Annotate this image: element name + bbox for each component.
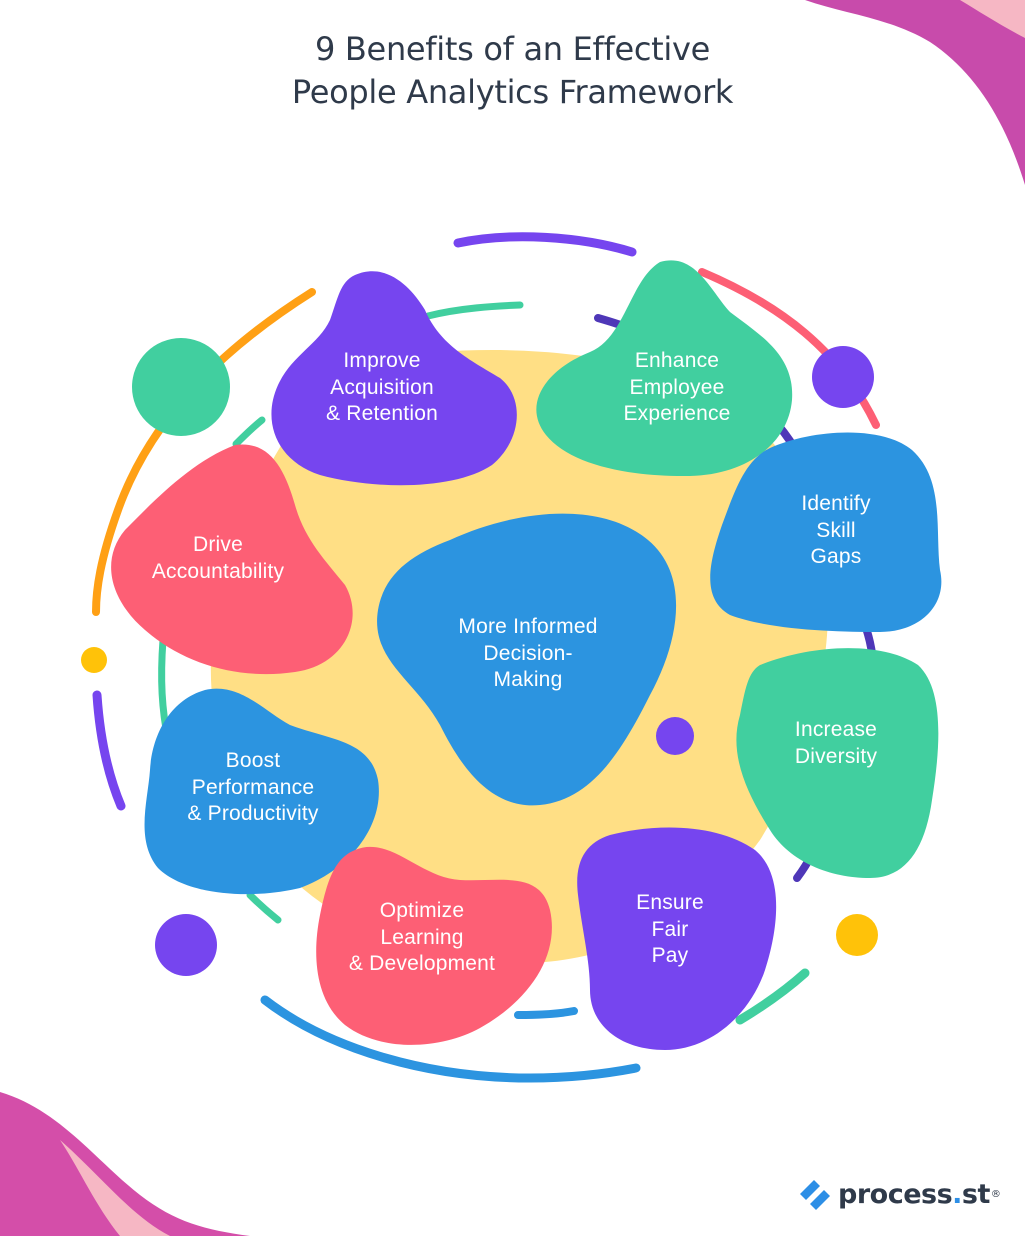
label-line: Skill xyxy=(816,518,856,542)
label-line: Identify xyxy=(801,492,871,515)
label-boost-performance: Boost Performance & Productivity xyxy=(166,748,340,828)
dot-purple-top-right xyxy=(812,346,874,408)
blob-optimize-learning xyxy=(316,846,552,1045)
arc-orange-left xyxy=(92,288,316,616)
label-line: Enhance xyxy=(634,349,720,372)
label-line: More Informed xyxy=(458,615,598,638)
label-line: Learning xyxy=(380,925,464,949)
arc-teal-bottom-left xyxy=(246,891,282,924)
label-line: Performance xyxy=(191,775,315,799)
arc-teal-bottom-right xyxy=(735,968,810,1025)
label-line: Ensure xyxy=(636,891,704,914)
registered-mark: ® xyxy=(990,1188,1001,1200)
logo-mark-spacer xyxy=(798,1179,832,1209)
corner-wave-top-right-light xyxy=(960,0,1025,38)
arc-teal-top xyxy=(424,301,524,320)
label-line: Gaps xyxy=(810,545,862,568)
blob-drive-accountability xyxy=(111,444,353,675)
arc-blue-bottom xyxy=(260,995,641,1083)
dot-purple-bottom-left xyxy=(155,914,217,976)
label-line: Fair xyxy=(651,917,689,941)
label-line: & Retention xyxy=(326,402,438,425)
process-st-logo-icon xyxy=(800,1180,830,1210)
dot-gold-left xyxy=(81,647,107,673)
label-enhance-employee: Enhance Employee Experience xyxy=(594,348,760,428)
blob-increase-diversity xyxy=(736,648,939,878)
label-line: & Development xyxy=(348,952,496,975)
dot-teal-large xyxy=(132,338,230,436)
corner-wave-top-right xyxy=(805,0,1025,185)
label-line: Pay xyxy=(651,944,689,967)
label-improve-acquisition: Improve Acquisition & Retention xyxy=(300,348,464,428)
label-line: Experience xyxy=(623,402,731,425)
arc-blue-bottom-short xyxy=(514,1007,578,1019)
label-increase-diversity: Increase Diversity xyxy=(766,717,906,770)
blob-boost-performance xyxy=(144,688,379,895)
label-drive-accountability: Drive Accountability xyxy=(130,532,306,585)
corner-wave-bottom-left-light xyxy=(60,1140,170,1236)
blob-informed-decision xyxy=(377,513,677,806)
corner-wave-bottom-left xyxy=(0,1092,250,1236)
label-ensure-fair-pay: Ensure Fair Pay xyxy=(610,890,730,970)
blob-ensure-fair-pay xyxy=(577,827,777,1050)
logo-suffix: st xyxy=(961,1178,990,1210)
label-line: Drive xyxy=(192,533,243,556)
page-title: 9 Benefits of an Effective People Analyt… xyxy=(0,28,1025,114)
blob-identify-skill xyxy=(710,432,942,632)
label-line: Acquisition xyxy=(330,375,434,399)
label-line: & Productivity xyxy=(187,802,319,825)
title-line-1: 9 Benefits of an Effective xyxy=(314,30,711,68)
arc-teal-left-top xyxy=(232,416,266,448)
label-line: Diversity xyxy=(794,744,878,768)
label-line: Decision- xyxy=(483,641,573,665)
label-line: Accountability xyxy=(151,559,285,583)
label-line: Employee xyxy=(629,375,725,399)
blob-enhance-employee xyxy=(536,260,793,477)
label-identify-skill: Identify Skill Gaps xyxy=(766,491,906,571)
logo-name: process xyxy=(838,1178,953,1210)
label-line: Increase xyxy=(794,718,878,741)
label-line: Making xyxy=(493,668,563,691)
title-line-2: People Analytics Framework xyxy=(291,73,734,111)
arc-purple-left xyxy=(92,690,126,811)
blob-improve-acquisition xyxy=(271,271,517,486)
label-informed-decision: More Informed Decision- Making xyxy=(438,614,618,694)
label-line: Improve xyxy=(343,349,421,372)
label-line: Optimize xyxy=(379,899,465,922)
dot-gold-bottom-right xyxy=(836,914,878,956)
arc-purple-top xyxy=(453,232,637,257)
label-line: Boost xyxy=(225,749,281,772)
dot-purple-center xyxy=(656,717,694,755)
logo-dot: . xyxy=(952,1178,962,1210)
label-optimize-learning: Optimize Learning & Development xyxy=(330,898,514,978)
process-st-logo: process.st® xyxy=(798,1176,1001,1212)
